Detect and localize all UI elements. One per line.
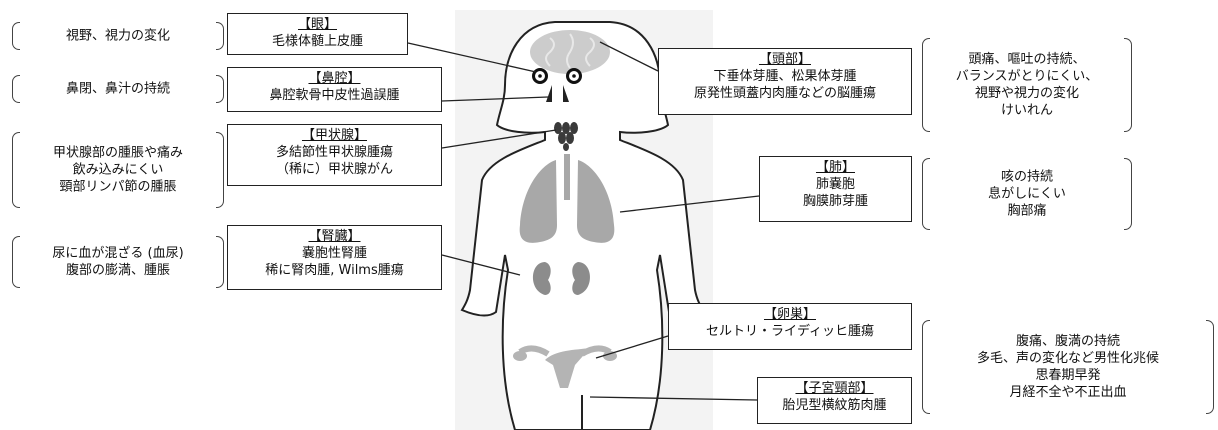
ovary-box-line-1: セルトリ・ライディッヒ腫瘍 xyxy=(669,323,911,340)
ovary-box-title: 【卵巣】 xyxy=(669,306,911,323)
thyroid-box-line-1: 多結節性甲状腺腫瘍 xyxy=(228,144,441,161)
lung-box: 【肺】 肺嚢胞 胸膜肺芽腫 xyxy=(759,156,912,222)
pelvis-symptom-1: 腹痛、腹満の持続 xyxy=(922,333,1214,350)
thyroid-box: 【甲状腺】 多結節性甲状腺腫瘍 （稀に）甲状腺がん xyxy=(227,124,442,186)
pelvis-symptoms: 腹痛、腹満の持続 多毛、声の変化など男性化兆候 思春期早発 月経不全や不正出血 xyxy=(922,320,1214,414)
thyroid-box-title: 【甲状腺】 xyxy=(228,127,441,144)
cervix-box: 【子宮頸部】 胎児型横紋筋肉腫 xyxy=(757,377,912,424)
kidney-symptom-2: 腹部の膨満、腫脹 xyxy=(12,262,224,279)
lung-symptom-3: 胸部痛 xyxy=(922,203,1132,220)
thyroid-symptoms: 甲状腺部の腫脹や痛み 飲み込みにくい 頸部リンパ節の腫脹 xyxy=(12,132,224,208)
nasal-symptoms: 鼻閉、鼻汁の持続 xyxy=(12,75,224,103)
nasal-box-line-1: 鼻腔軟骨中皮性過誤腫 xyxy=(228,87,441,104)
head-box-line-1: 下垂体芽腫、松果体芽腫 xyxy=(659,68,911,85)
head-box: 【頭部】 下垂体芽腫、松果体芽腫 原発性頭蓋内肉腫などの脳腫瘍 xyxy=(658,48,912,115)
lung-symptom-2: 息がしにくい xyxy=(922,186,1132,203)
ovary-box: 【卵巣】 セルトリ・ライディッヒ腫瘍 xyxy=(668,303,912,350)
head-symptom-2: バランスがとりにくい、 xyxy=(922,68,1132,85)
kidney-box-line-2: 稀に腎肉腫, Wilms腫瘍 xyxy=(228,262,441,279)
head-symptom-4: けいれん xyxy=(922,102,1132,119)
eye-right xyxy=(568,70,581,83)
thyroid-symptom-3: 頸部リンパ節の腫脹 xyxy=(12,179,224,196)
head-box-line-2: 原発性頭蓋内肉腫などの脳腫瘍 xyxy=(659,85,911,102)
pelvis-symptom-4: 月経不全や不正出血 xyxy=(922,384,1214,401)
thyroid-box-line-2: （稀に）甲状腺がん xyxy=(228,161,441,178)
nasal-box-title: 【鼻腔】 xyxy=(228,70,441,87)
kidney-symptom-1: 尿に血が混ざる (血尿) xyxy=(12,245,224,262)
kidney-box-title: 【腎臓】 xyxy=(228,228,441,245)
lung-box-title: 【肺】 xyxy=(760,159,911,176)
pelvis-symptom-3: 思春期早発 xyxy=(922,367,1214,384)
pelvis-symptom-2: 多毛、声の変化など男性化兆候 xyxy=(922,350,1214,367)
cervix-box-title: 【子宮頸部】 xyxy=(758,380,911,397)
kidney-box-line-1: 嚢胞性腎腫 xyxy=(228,245,441,262)
eye-box: 【眼】 毛様体髄上皮腫 xyxy=(227,13,408,55)
eye-box-title: 【眼】 xyxy=(228,16,407,33)
head-symptoms: 頭痛、嘔吐の持続、 バランスがとりにくい、 視野や視力の変化 けいれん xyxy=(922,38,1132,132)
lung-symptom-1: 咳の持続 xyxy=(922,169,1132,186)
kidney-box: 【腎臓】 嚢胞性腎腫 稀に腎肉腫, Wilms腫瘍 xyxy=(227,225,442,290)
lung-box-line-1: 肺嚢胞 xyxy=(760,176,911,193)
head-box-title: 【頭部】 xyxy=(659,51,911,68)
eye-symptom-1: 視野、視力の変化 xyxy=(12,28,224,45)
lung-box-line-2: 胸膜肺芽腫 xyxy=(760,193,911,210)
head-symptom-3: 視野や視力の変化 xyxy=(922,85,1132,102)
lung-symptoms: 咳の持続 息がしにくい 胸部痛 xyxy=(922,158,1132,230)
eye-symptoms: 視野、視力の変化 xyxy=(12,22,224,50)
thyroid-symptom-1: 甲状腺部の腫脹や痛み xyxy=(12,145,224,162)
nasal-symptom-1: 鼻閉、鼻汁の持続 xyxy=(12,81,224,98)
eye-box-line-1: 毛様体髄上皮腫 xyxy=(228,33,407,50)
thyroid-symptom-2: 飲み込みにくい xyxy=(12,162,224,179)
kidney-symptoms: 尿に血が混ざる (血尿) 腹部の膨満、腫脹 xyxy=(12,236,224,288)
cervix-box-line-1: 胎児型横紋筋肉腫 xyxy=(758,397,911,414)
nasal-box: 【鼻腔】 鼻腔軟骨中皮性過誤腫 xyxy=(227,67,442,112)
head-symptom-1: 頭痛、嘔吐の持続、 xyxy=(922,51,1132,68)
